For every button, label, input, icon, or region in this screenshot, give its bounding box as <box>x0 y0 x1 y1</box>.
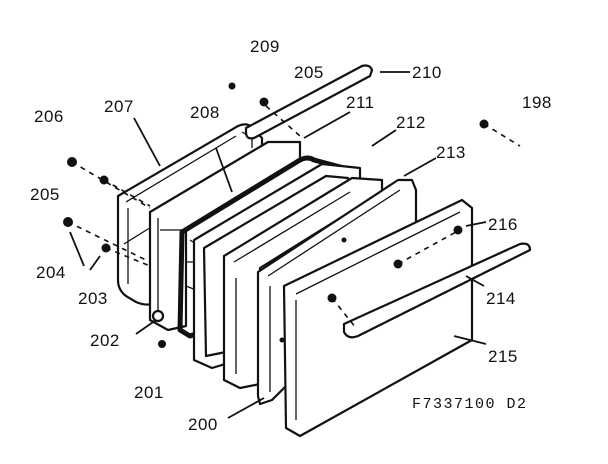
label-215: 215 <box>488 347 518 366</box>
label-203: 203 <box>78 289 108 308</box>
label-214: 214 <box>486 289 516 308</box>
drawing-code: F7337100 D2 <box>412 396 528 413</box>
label-201: 201 <box>134 383 164 402</box>
part-labels: 198 200 201 202 203 204 205 205 206 207 … <box>30 37 552 434</box>
label-200: 200 <box>188 415 218 434</box>
label-213: 213 <box>436 143 466 162</box>
leader-lines <box>69 71 487 419</box>
label-209: 209 <box>250 37 280 56</box>
label-207: 207 <box>104 97 134 116</box>
part-214-handle <box>342 242 532 339</box>
label-211: 211 <box>346 93 375 112</box>
label-210: 210 <box>412 63 442 82</box>
label-208: 208 <box>190 103 220 122</box>
part-210-top-trim <box>244 64 374 140</box>
label-204: 204 <box>36 263 66 282</box>
label-206: 206 <box>34 107 64 126</box>
label-205-top: 205 <box>294 63 324 82</box>
label-212: 212 <box>396 113 426 132</box>
label-198: 198 <box>522 93 552 112</box>
label-216: 216 <box>488 215 518 234</box>
part-212-glass-panel <box>222 176 384 390</box>
alignment-lines <box>67 105 521 329</box>
label-205-left: 205 <box>30 185 60 204</box>
label-202: 202 <box>90 331 120 350</box>
